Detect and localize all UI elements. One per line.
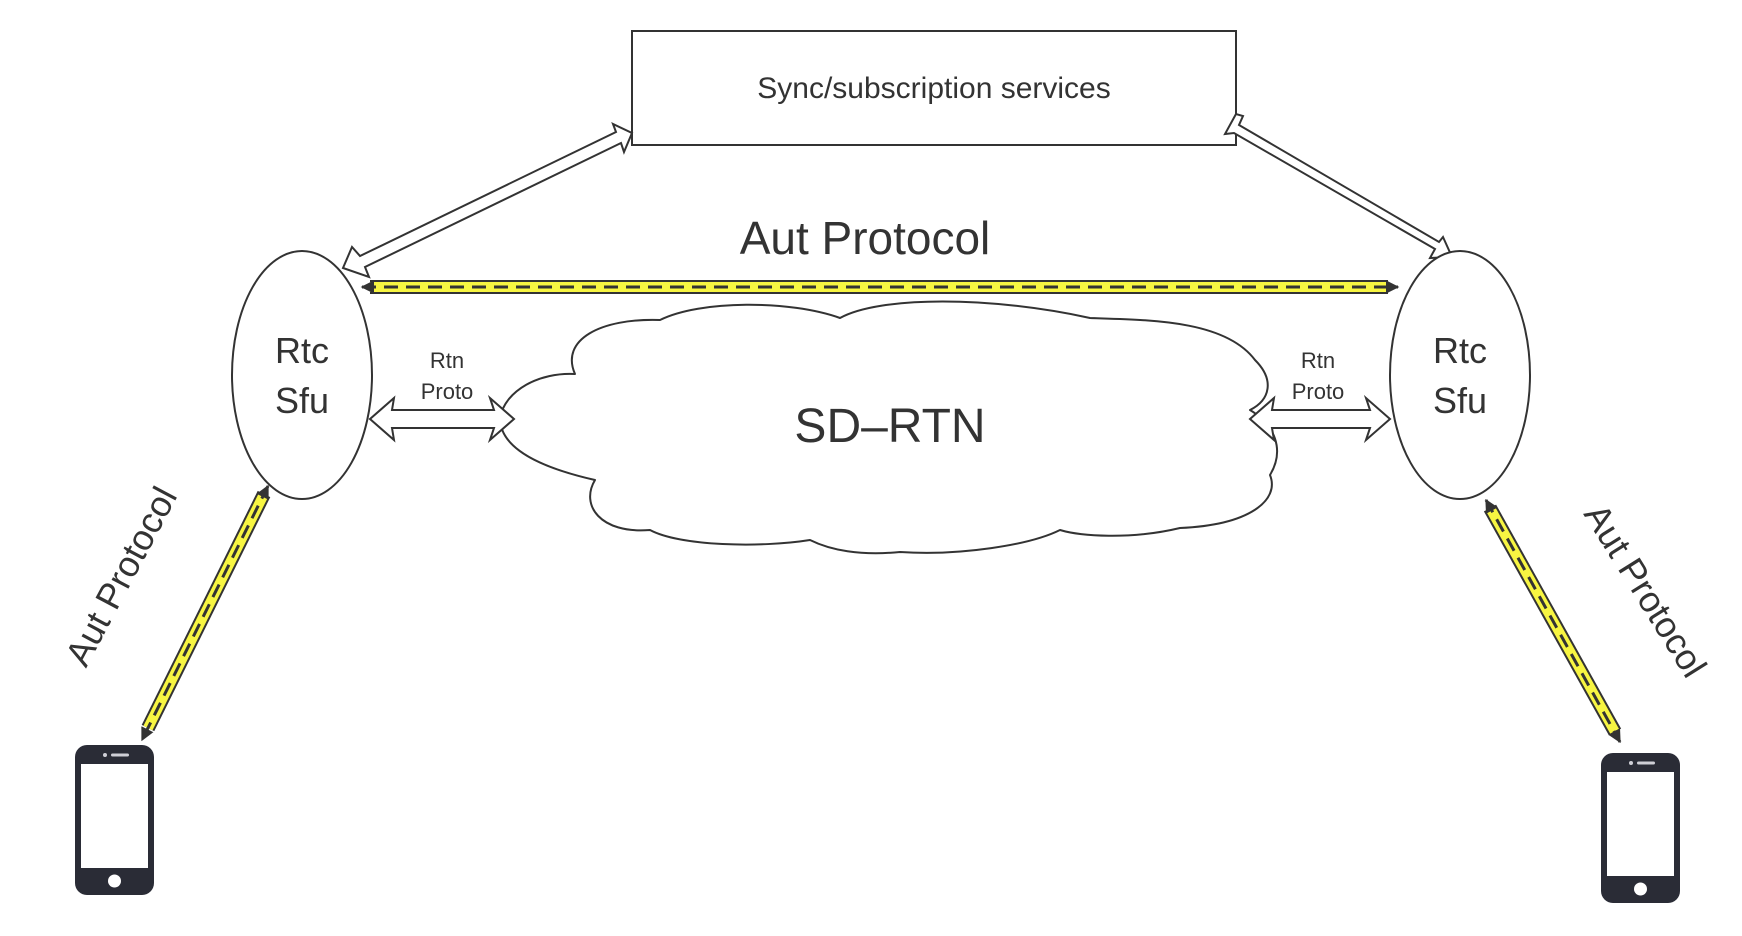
sd-rtn-cloud[interactable]: SD–RTN: [499, 300, 1279, 555]
right-rtn-label-line2: Proto: [1292, 379, 1345, 404]
left-node-label-line1: Rtc: [275, 330, 329, 371]
right-node-label-line1: Rtc: [1433, 330, 1487, 371]
right-client-protocol-arrow: [1483, 498, 1622, 744]
left-rtn-label-line2: Proto: [421, 379, 474, 404]
right-client-protocol-label: Aut Protocol: [1576, 496, 1715, 684]
services-box[interactable]: Sync/subscription services: [631, 30, 1237, 146]
left-node-label-line2: Sfu: [275, 380, 329, 421]
services-box-label: Sync/subscription services: [757, 72, 1110, 105]
phone-icon[interactable]: [1601, 753, 1680, 903]
right-rtn-label-line1: Rtn: [1301, 348, 1335, 373]
top-protocol-label: Aut Protocol: [740, 212, 991, 264]
services-left-link-arrow: [341, 122, 634, 279]
phone-icon[interactable]: [75, 745, 154, 895]
right-rtc-sfu-node[interactable]: Rtc Sfu: [1389, 250, 1531, 500]
right-node-label-line2: Sfu: [1433, 380, 1487, 421]
left-client-protocol-label: Aut Protocol: [57, 480, 185, 672]
left-rtn-label-line1: Rtn: [430, 348, 464, 373]
left-rtc-sfu-node[interactable]: Rtc Sfu: [231, 250, 373, 500]
left-client-protocol-arrow: [140, 484, 271, 742]
right-rtn-link: Rtn Proto: [1248, 348, 1392, 444]
services-right-link-arrow: [1223, 112, 1454, 260]
sd-rtn-label: SD–RTN: [794, 400, 985, 453]
left-rtn-link: Rtn Proto: [368, 348, 516, 444]
